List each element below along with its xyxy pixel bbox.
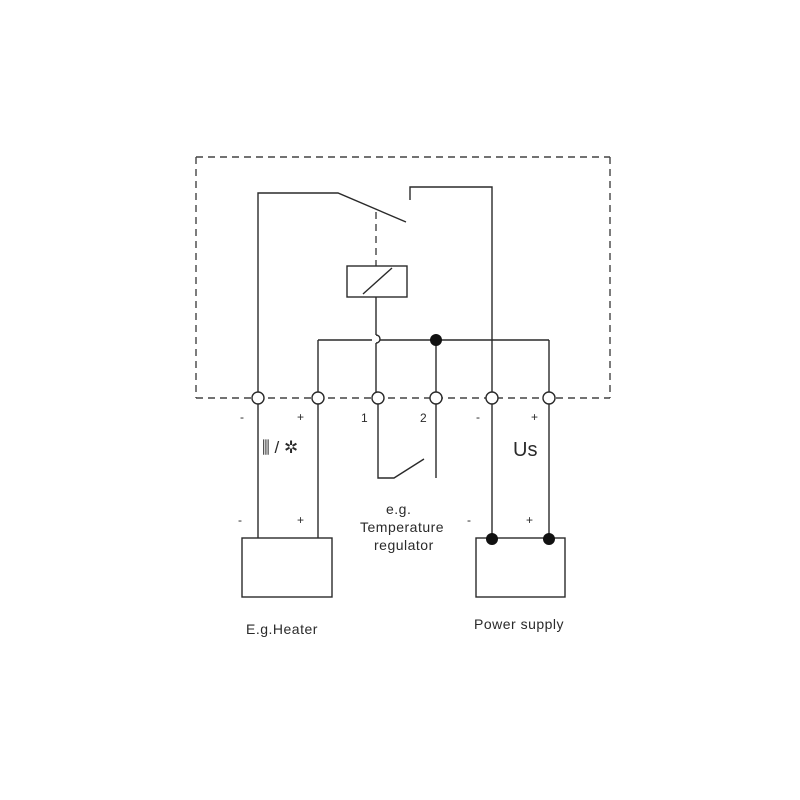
relay-coil	[346, 265, 408, 298]
terminal-1-label: -	[240, 410, 244, 424]
heater-plus-label: +	[297, 513, 304, 527]
terminal-2[interactable]	[311, 391, 325, 405]
terminal-3[interactable]	[371, 391, 385, 405]
terminal-5-label: -	[476, 410, 480, 424]
junction-dot	[430, 334, 442, 346]
regulator-line-1: e.g.	[386, 501, 411, 517]
temperature-regulator: e.g. Temperature regulator	[360, 404, 444, 553]
supply-voltage-label: Us	[513, 439, 537, 461]
terminal-4[interactable]	[429, 391, 443, 405]
heater-box	[241, 537, 333, 598]
supply-terminal-plus	[543, 533, 555, 545]
terminal-1[interactable]	[251, 391, 265, 405]
terminal-block: - + 1 2 - +	[240, 391, 556, 425]
device-housing	[195, 156, 611, 399]
regulator-line-3: regulator	[374, 537, 434, 553]
heater-load: ⫼ / ✲ - + E.g.Heater	[238, 404, 333, 637]
terminal-5[interactable]	[485, 391, 499, 405]
relay-contact	[257, 186, 493, 398]
supply-caption: Power supply	[474, 616, 564, 632]
power-supply: Us - + Power supply	[467, 404, 566, 632]
supply-minus-label: -	[467, 513, 471, 527]
regulator-line-2: Temperature	[360, 519, 444, 535]
power-supply-box	[475, 537, 566, 598]
terminal-2-label: +	[297, 410, 304, 424]
terminal-4-label: 2	[420, 411, 427, 425]
supply-plus-label: +	[526, 513, 533, 527]
internal-wiring	[317, 297, 550, 398]
supply-terminal-minus	[486, 533, 498, 545]
terminal-6[interactable]	[542, 391, 556, 405]
heater-fan-symbol: ⫼ / ✲	[262, 438, 298, 457]
heater-caption: E.g.Heater	[246, 621, 318, 637]
terminal-6-label: +	[531, 410, 538, 424]
terminal-3-label: 1	[361, 411, 368, 425]
heater-minus-label: -	[238, 513, 242, 527]
